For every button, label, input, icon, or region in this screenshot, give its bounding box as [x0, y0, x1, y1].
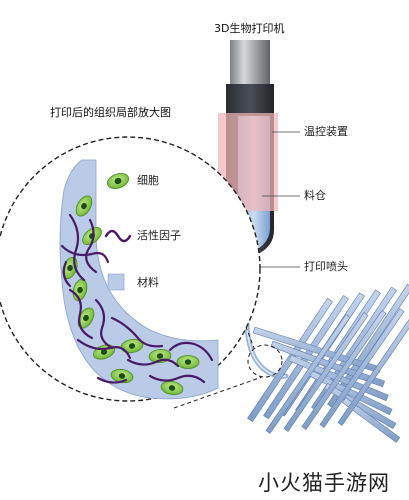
cell	[160, 380, 184, 396]
active-factor-fiber	[94, 298, 114, 350]
active-factor-fiber	[148, 374, 206, 384]
scaffold-rod	[319, 308, 405, 428]
legend-cell-label: 细胞	[137, 174, 159, 187]
cell	[75, 195, 93, 217]
legend-material-label: 材料	[137, 276, 159, 289]
printer-title: 3D生物打印机	[214, 22, 285, 35]
label-leaders	[256, 131, 300, 268]
active-factor-fiber	[168, 341, 214, 362]
active-factor-fiber	[76, 338, 132, 360]
legend-cell-symbol	[106, 173, 130, 189]
scaffold-rod	[337, 319, 409, 426]
nozzle-label: 打印喷头	[304, 260, 348, 273]
active-factor-fiber	[110, 316, 164, 348]
cell	[120, 338, 144, 354]
legend-symbols	[104, 173, 132, 291]
material-band	[59, 159, 219, 400]
scaffold-rod	[265, 314, 351, 434]
active-factor-fiber	[60, 244, 110, 264]
magnified-view	[0, 136, 261, 402]
cell	[176, 355, 200, 369]
active-factor-fiber	[68, 213, 86, 282]
material-bin-label: 料仓	[304, 189, 326, 202]
watermark: 小火猫手游网	[258, 471, 390, 495]
printer-cap	[230, 40, 270, 85]
printed-scaffold	[247, 283, 409, 443]
zoom-connector-bottom	[173, 376, 263, 409]
active-factor-fiber	[68, 288, 94, 340]
temp-control-label: 温控装置	[304, 125, 348, 138]
legend-factor-symbol	[104, 229, 132, 243]
active-factor-fiber	[85, 218, 98, 274]
zoom-title: 打印后的组织局部放大图	[50, 106, 171, 119]
legend-material-swatch	[107, 273, 125, 291]
scaffold-rod	[283, 312, 369, 432]
zoom-target-circle	[247, 344, 283, 378]
active-factor-fiber	[62, 260, 72, 288]
scaffold-rod	[327, 283, 409, 409]
scaffold-rod	[341, 397, 401, 443]
active-factors	[60, 213, 214, 384]
scaffold-rod	[301, 310, 387, 430]
active-factor-fiber	[96, 376, 128, 384]
active-factor-fiber	[126, 358, 180, 368]
legend-factor-label: 活性因子	[137, 229, 181, 242]
